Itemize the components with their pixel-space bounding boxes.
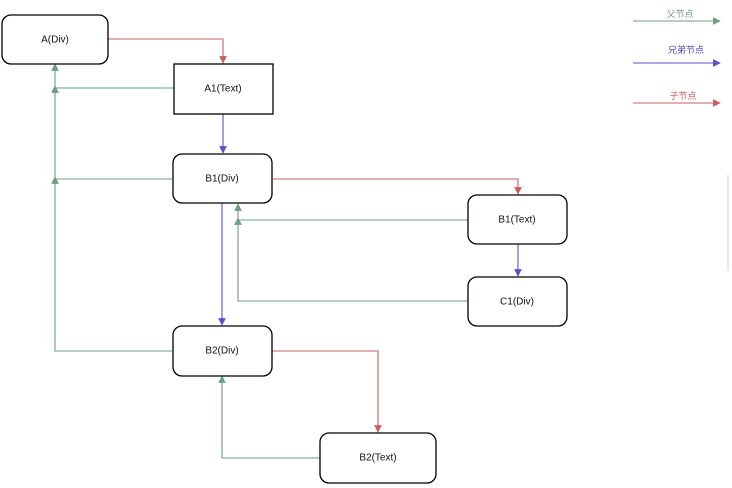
legend-child-label: 子节点: [669, 91, 696, 102]
edge-parent-b2-to-a: [51, 176, 172, 352]
legend-parent-label: 父节点: [666, 9, 693, 20]
node-a-div-label: A(Div): [41, 35, 69, 46]
node-b2-div-label: B2(Div): [205, 346, 238, 357]
edge-child-b1-to-b1text: [273, 178, 522, 195]
node-c1-div: C1(Div): [467, 276, 568, 327]
node-b2-text: B2(Text): [319, 432, 437, 484]
edge-parent-c1-to-b1: [234, 217, 468, 302]
legend-parent: 父节点: [633, 9, 721, 25]
legend-child: 子节点: [633, 91, 721, 107]
node-a-div: A(Div): [1, 14, 109, 65]
node-b1-div-label: B1(Div): [205, 174, 238, 185]
legend-sibling: 兄弟节点: [633, 44, 721, 67]
node-b1-text: B1(Text): [467, 194, 568, 245]
edge-parent-b1text-to-b1: [234, 203, 468, 221]
node-a1-text-label: A1(Text): [204, 84, 241, 95]
edge-child-a-to-a1: [108, 38, 227, 64]
node-b1-div: B1(Div): [172, 153, 273, 204]
edge-parent-b2text-to-b2: [218, 375, 320, 459]
node-b2-text-label: B2(Text): [359, 453, 396, 464]
node-b1-text-label: B1(Text): [498, 215, 535, 226]
edge-parent-a1-to-a: [51, 63, 174, 89]
node-c1-div-label: C1(Div): [500, 297, 534, 308]
legend: 父节点 兄弟节点 子节点: [633, 9, 721, 107]
edge-child-b2-to-b2text: [272, 350, 382, 433]
node-a1-text: A1(Text): [173, 63, 274, 115]
legend-sibling-label: 兄弟节点: [668, 44, 704, 56]
edge-parent-b1-to-a: [51, 85, 172, 180]
node-b2-div: B2(Div): [172, 325, 273, 377]
